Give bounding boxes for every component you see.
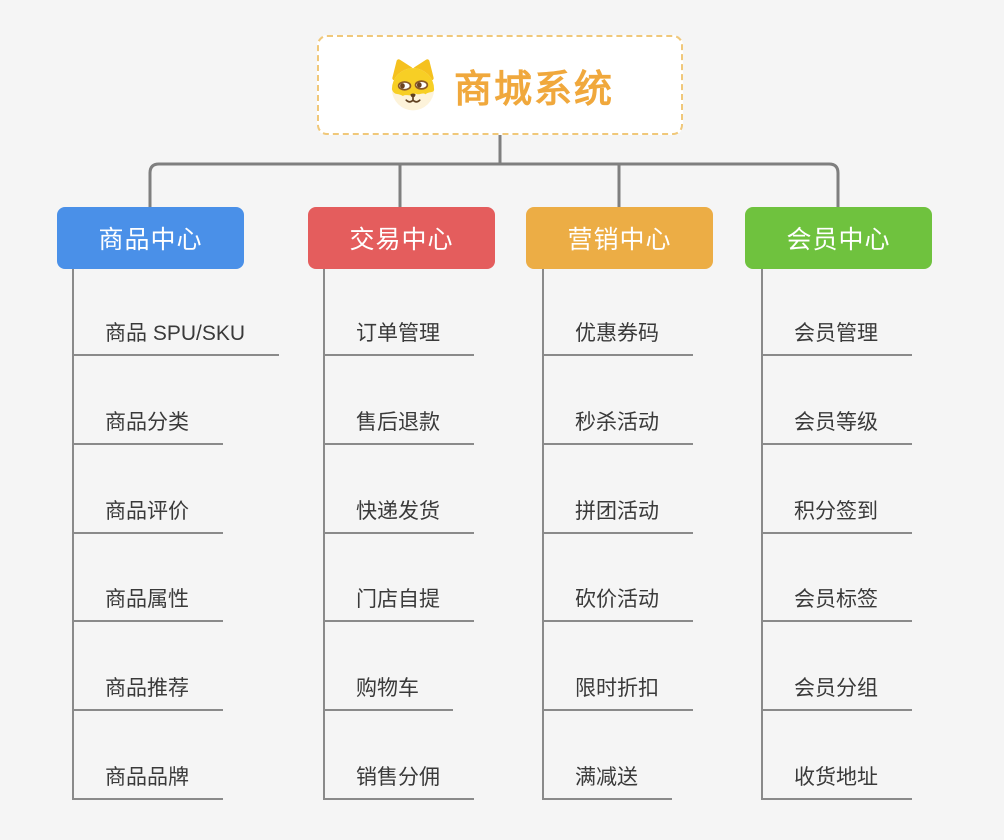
- branch-node-3[interactable]: 营销中心: [526, 207, 713, 269]
- leaf-node[interactable]: 满减送: [542, 763, 672, 800]
- leaf-node[interactable]: 会员管理: [761, 319, 912, 356]
- branch-label: 营销中心: [567, 226, 672, 254]
- leaf-node[interactable]: 会员标签: [761, 585, 912, 622]
- leaf-node[interactable]: 会员等级: [761, 408, 912, 445]
- branch-node-2[interactable]: 交易中心: [308, 207, 495, 269]
- leaf-node[interactable]: 销售分佣: [323, 763, 474, 800]
- branch-node-4[interactable]: 会员中心: [745, 207, 932, 269]
- leaf-node[interactable]: 商品分类: [72, 408, 223, 445]
- branch-label: 交易中心: [349, 226, 454, 254]
- leaf-node[interactable]: 快递发货: [323, 497, 474, 534]
- branch-label: 商品中心: [98, 226, 203, 254]
- leaf-node[interactable]: 订单管理: [323, 319, 474, 356]
- leaf-node[interactable]: 积分签到: [761, 497, 912, 534]
- leaf-node[interactable]: 售后退款: [323, 408, 474, 445]
- leaf-node[interactable]: 优惠券码: [542, 319, 693, 356]
- branch-label: 会员中心: [786, 226, 891, 254]
- leaf-node[interactable]: 商品推荐: [72, 674, 223, 711]
- doge-dog-icon: [391, 59, 435, 111]
- branch-node-1[interactable]: 商品中心: [57, 207, 244, 269]
- leaf-node[interactable]: 商品 SPU/SKU: [72, 319, 280, 356]
- leaf-node[interactable]: 拼团活动: [542, 497, 693, 534]
- leaf-node[interactable]: 限时折扣: [542, 674, 693, 711]
- root-node[interactable]: 商城系统: [317, 35, 683, 135]
- leaf-node[interactable]: 商品品牌: [72, 763, 223, 800]
- leaf-node[interactable]: 商品评价: [72, 497, 223, 534]
- root-title: 商城系统: [453, 68, 614, 111]
- leaf-node[interactable]: 收货地址: [761, 763, 912, 800]
- leaf-node[interactable]: 会员分组: [761, 674, 912, 711]
- leaf-node[interactable]: 商品属性: [72, 585, 223, 622]
- leaf-node[interactable]: 门店自提: [323, 585, 474, 622]
- branch-rail-line: [148, 162, 840, 207]
- leaf-node[interactable]: 秒杀活动: [542, 408, 693, 445]
- leaf-node[interactable]: 购物车: [323, 674, 453, 711]
- leaf-node[interactable]: 砍价活动: [542, 585, 693, 622]
